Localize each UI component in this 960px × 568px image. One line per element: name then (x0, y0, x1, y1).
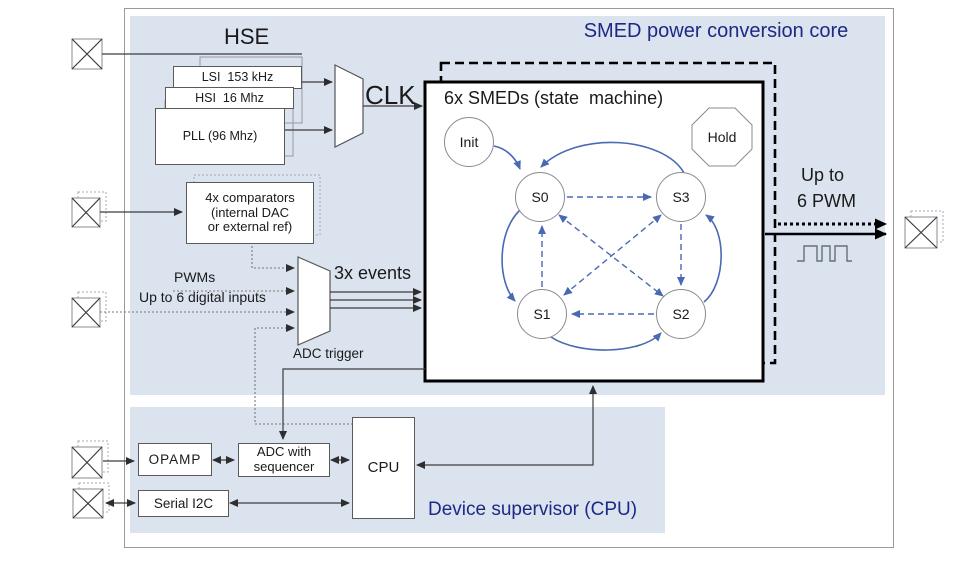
state-s0: S0 (515, 172, 565, 222)
state-transition-dashed (538, 193, 685, 318)
pll-box: PLL (96 Mhz) (155, 108, 285, 165)
pwms-label: PWMs (174, 269, 216, 285)
opamp-pad-icon (71, 440, 109, 479)
clock-mux (334, 64, 364, 148)
state-hold-label: Hold (707, 129, 737, 145)
comparators-box: 4x comparators (internal DAC or external… (186, 182, 314, 244)
digital-inputs-pad-icon (71, 291, 107, 328)
supervisor-arrows (103, 456, 350, 507)
hse-pad-icon (71, 38, 103, 70)
supervisor-title: Device supervisor (CPU) (428, 499, 638, 520)
smed-to-adc-wire (279, 368, 425, 440)
adc-trigger-label: ADC trigger (293, 346, 364, 361)
comparator-pad-icon (71, 191, 107, 228)
hsi-label: HSI 16 Mhz (195, 90, 264, 105)
serial-pad-icon (72, 482, 110, 519)
cpu-smed-wire (416, 385, 597, 469)
state-init: Init (444, 117, 494, 167)
state-s3: S3 (656, 172, 706, 222)
state-s1: S1 (517, 289, 567, 339)
pll-label: PLL (96 Mhz) (182, 129, 258, 144)
state-s2: S2 (656, 289, 706, 339)
clk-label: CLK (365, 80, 416, 110)
events-output-arrows (330, 288, 422, 312)
event-mux (297, 256, 331, 346)
pwm-pad-icon (904, 210, 944, 249)
hold-octagon (691, 107, 753, 167)
adc-sequencer-box: ADC with sequencer (238, 443, 330, 477)
hse-label: HSE (224, 24, 270, 49)
opamp-box: OPAMP (138, 443, 212, 476)
hsi-box: HSI 16 Mhz (165, 87, 294, 109)
pwm-output-line2: 6 PWM (797, 191, 857, 211)
outer-frame (124, 8, 894, 548)
core-title: SMED power conversion core (583, 20, 849, 42)
digital-inputs-label: Up to 6 digital inputs (139, 289, 266, 305)
event-mux-inputs (100, 242, 353, 425)
pwm-output-line1: Up to (801, 165, 845, 185)
cpu-box: CPU (352, 417, 415, 519)
state-transition-arcs (493, 141, 722, 351)
lsi-label: LSI 153 kHz (201, 70, 274, 85)
pulse-waveform-icon (797, 245, 852, 262)
serial-i2c-box: Serial I2C (138, 490, 229, 517)
smed-box-title: 6x SMEDs (state machine) (444, 88, 664, 108)
events-label: 3x events (334, 263, 412, 283)
lsi-box: LSI 153 kHz (173, 66, 302, 89)
